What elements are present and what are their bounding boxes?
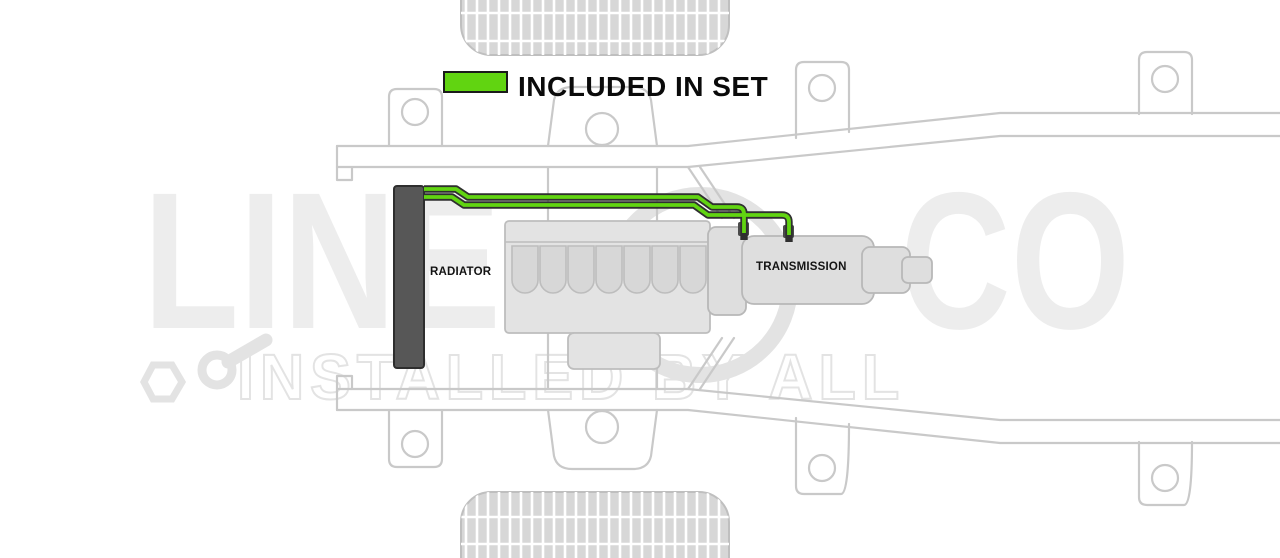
oil-pan <box>567 332 661 370</box>
cooler-line-upper <box>424 187 746 233</box>
watermark-brand-left: LINE <box>143 152 501 370</box>
bottom-tire <box>460 491 730 558</box>
radiator-label: RADIATOR <box>430 266 492 278</box>
transmission <box>707 222 933 316</box>
transmission-label: TRANSMISSION <box>756 261 847 273</box>
tail-shaft <box>901 256 933 284</box>
legend-label: INCLUDED IN SET <box>518 71 769 102</box>
top-tire-tread <box>461 0 729 55</box>
wrench-icon <box>197 333 273 390</box>
transmission-cooler-lines <box>424 185 793 242</box>
legend-swatch-rect <box>443 71 508 93</box>
legend-color-swatch <box>443 71 508 93</box>
bellhousing <box>707 226 747 316</box>
watermark-brand-right: CO <box>900 152 1130 370</box>
top-tire <box>460 0 730 56</box>
hex-nut-icon <box>140 361 187 403</box>
radiator <box>393 185 425 369</box>
bottom-tire-tread <box>461 492 729 558</box>
engine-block <box>504 220 711 370</box>
cooler-line-lower <box>424 195 791 235</box>
